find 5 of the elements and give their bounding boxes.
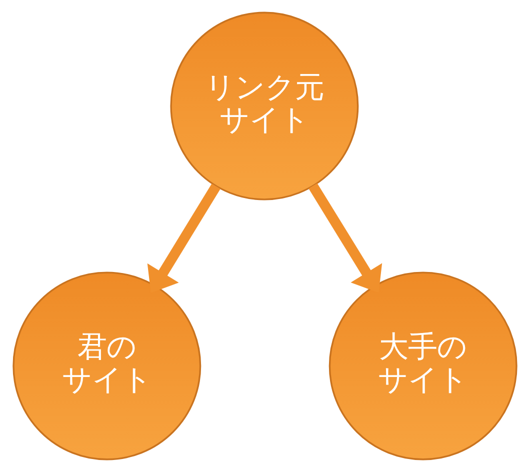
arrow bbox=[308, 183, 382, 293]
node-circle: 君のサイト bbox=[12, 272, 201, 460]
arrow bbox=[146, 184, 220, 293]
node-circle: 大手のサイト bbox=[328, 272, 517, 460]
node-circle: リンク元サイト bbox=[170, 12, 358, 200]
